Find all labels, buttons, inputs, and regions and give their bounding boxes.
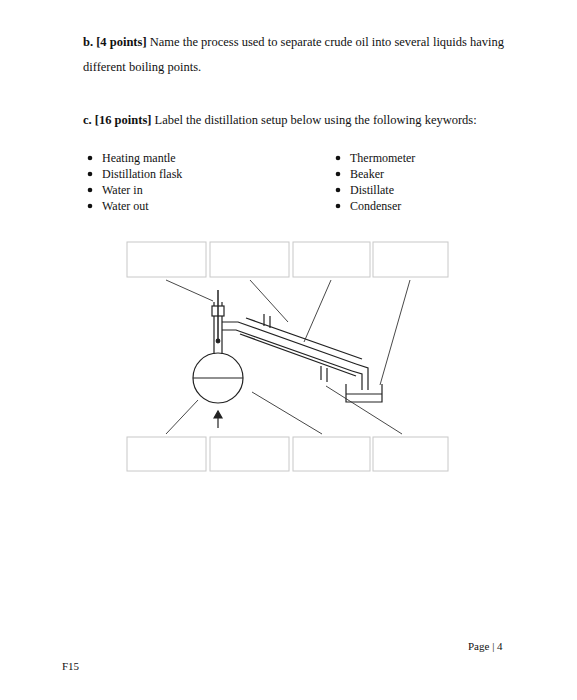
question-text: b. [4 points] Name the process used to s…: [83, 30, 523, 80]
answer-box: [127, 242, 206, 277]
answer-box: [293, 437, 370, 471]
keyword: Heating mantle: [102, 150, 176, 166]
leader-line: [252, 392, 322, 434]
keyword: Condenser: [350, 198, 401, 214]
heat-arrowhead: [214, 411, 222, 418]
drawing-part: [166, 280, 410, 434]
answer-box: [210, 242, 289, 277]
bullet-dot: [336, 188, 341, 193]
question-text: c. [16 points] Label the distillation se…: [83, 108, 523, 133]
beaker: [346, 384, 382, 402]
keyword: Water out: [102, 198, 149, 214]
bullet-dot: [88, 172, 93, 177]
bullet-dot: [336, 204, 341, 209]
answer-box: [373, 242, 448, 277]
water-out-stub: [264, 314, 270, 328]
bullet-dot: [88, 188, 93, 193]
flask-bulb: [193, 353, 243, 403]
keyword: Beaker: [350, 166, 384, 182]
leader-line: [166, 280, 213, 301]
water-in-stub: [321, 366, 327, 382]
page-code: F15: [62, 658, 79, 674]
question-body: Name the process used to separate crude …: [83, 35, 504, 74]
bullet-dot: [336, 156, 341, 161]
answer-box: [373, 437, 448, 471]
leader-line: [166, 400, 198, 434]
drawing-part: [193, 290, 382, 428]
condenser-inner: [222, 322, 356, 371]
keyword: Distillation flask: [102, 166, 182, 182]
leader-line: [304, 280, 331, 342]
leader-line: [380, 280, 410, 385]
keyword: Distillate: [350, 182, 394, 198]
keyword: Water in: [102, 182, 143, 198]
drawing-part: [127, 242, 448, 471]
question-body: Label the distillation setup below using…: [155, 113, 477, 127]
keyword: Thermometer: [350, 150, 415, 166]
liquid-level: [193, 377, 243, 378]
answer-box: [210, 437, 289, 471]
thermometer: [217, 290, 219, 340]
answer-box: [127, 437, 206, 471]
question-number: b. [4 points]: [83, 35, 147, 49]
bullet-dot: [88, 204, 93, 209]
thermometer-bulb: [216, 339, 220, 343]
question-number: c. [16 points]: [83, 113, 151, 127]
condenser-jacket: [240, 318, 362, 376]
adapter: [352, 364, 368, 390]
leader-line: [326, 386, 402, 434]
bullet-dot: [336, 172, 341, 177]
page-number: Page | 4: [468, 638, 503, 654]
answer-box: [293, 242, 370, 277]
leader-line: [250, 280, 288, 322]
distillate-level: [346, 393, 382, 394]
bullet-dot: [88, 156, 93, 161]
